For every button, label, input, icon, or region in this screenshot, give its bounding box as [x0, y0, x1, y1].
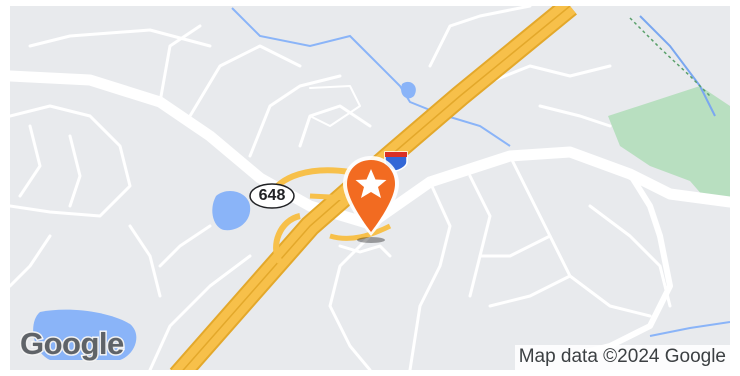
trail-east: [629, 17, 711, 97]
map-canvas[interactable]: 648 Google Map data ©2024 Google: [10, 6, 730, 370]
google-logo: Google: [19, 325, 126, 363]
map-attribution[interactable]: Map data ©2024 Google: [514, 345, 730, 370]
route-shield-icon: [249, 183, 295, 209]
lake-southwest: [33, 309, 137, 360]
route-shield-label: 648: [258, 187, 286, 204]
park-area: [608, 86, 730, 206]
location-pin[interactable]: [340, 152, 402, 248]
stream-south: [649, 321, 730, 337]
stream-east: [639, 15, 716, 117]
lake-west: [212, 191, 251, 231]
local-roads: [10, 6, 730, 370]
stream-north: [231, 7, 511, 147]
map-base-layer: [10, 6, 730, 370]
star-icon: [355, 169, 387, 198]
